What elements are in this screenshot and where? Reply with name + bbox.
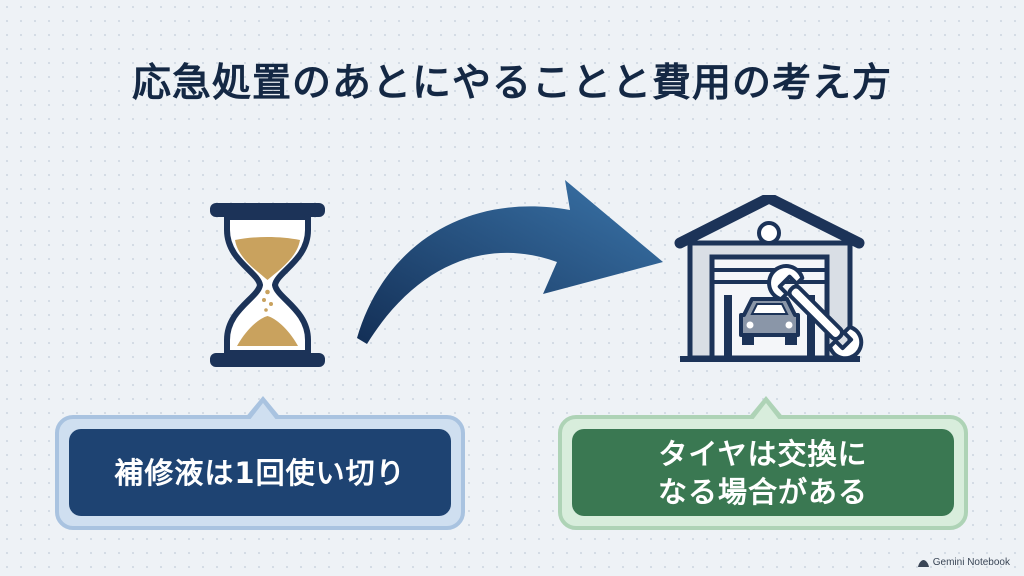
callout-panel: タイヤは交換に なる場合がある [572,429,954,516]
hourglass-icon [210,203,325,367]
callout-text-line-1: タイヤは交換に [658,436,868,471]
garage-repair-icon [674,195,865,362]
notebook-logo-icon [917,559,929,567]
callout-panel: 補修液は1回使い切り [69,429,451,516]
callout-single-use: 補修液は1回使い切り [55,396,465,530]
curved-arrow-icon [357,180,663,344]
callout-pointer-fill [249,403,277,421]
callout-pointer-fill [752,403,780,421]
callout-text-line-2: なる場合がある [657,474,868,509]
callout-text: 補修液は1回使い切り [114,455,406,490]
page-title: 応急処置のあとにやることと費用の考え方 [131,61,892,106]
watermark-text: Gemini Notebook [932,557,1010,568]
callout-tire-replacement: タイヤは交換に なる場合がある [558,396,968,530]
watermark: Gemini Notebook [917,557,1010,568]
